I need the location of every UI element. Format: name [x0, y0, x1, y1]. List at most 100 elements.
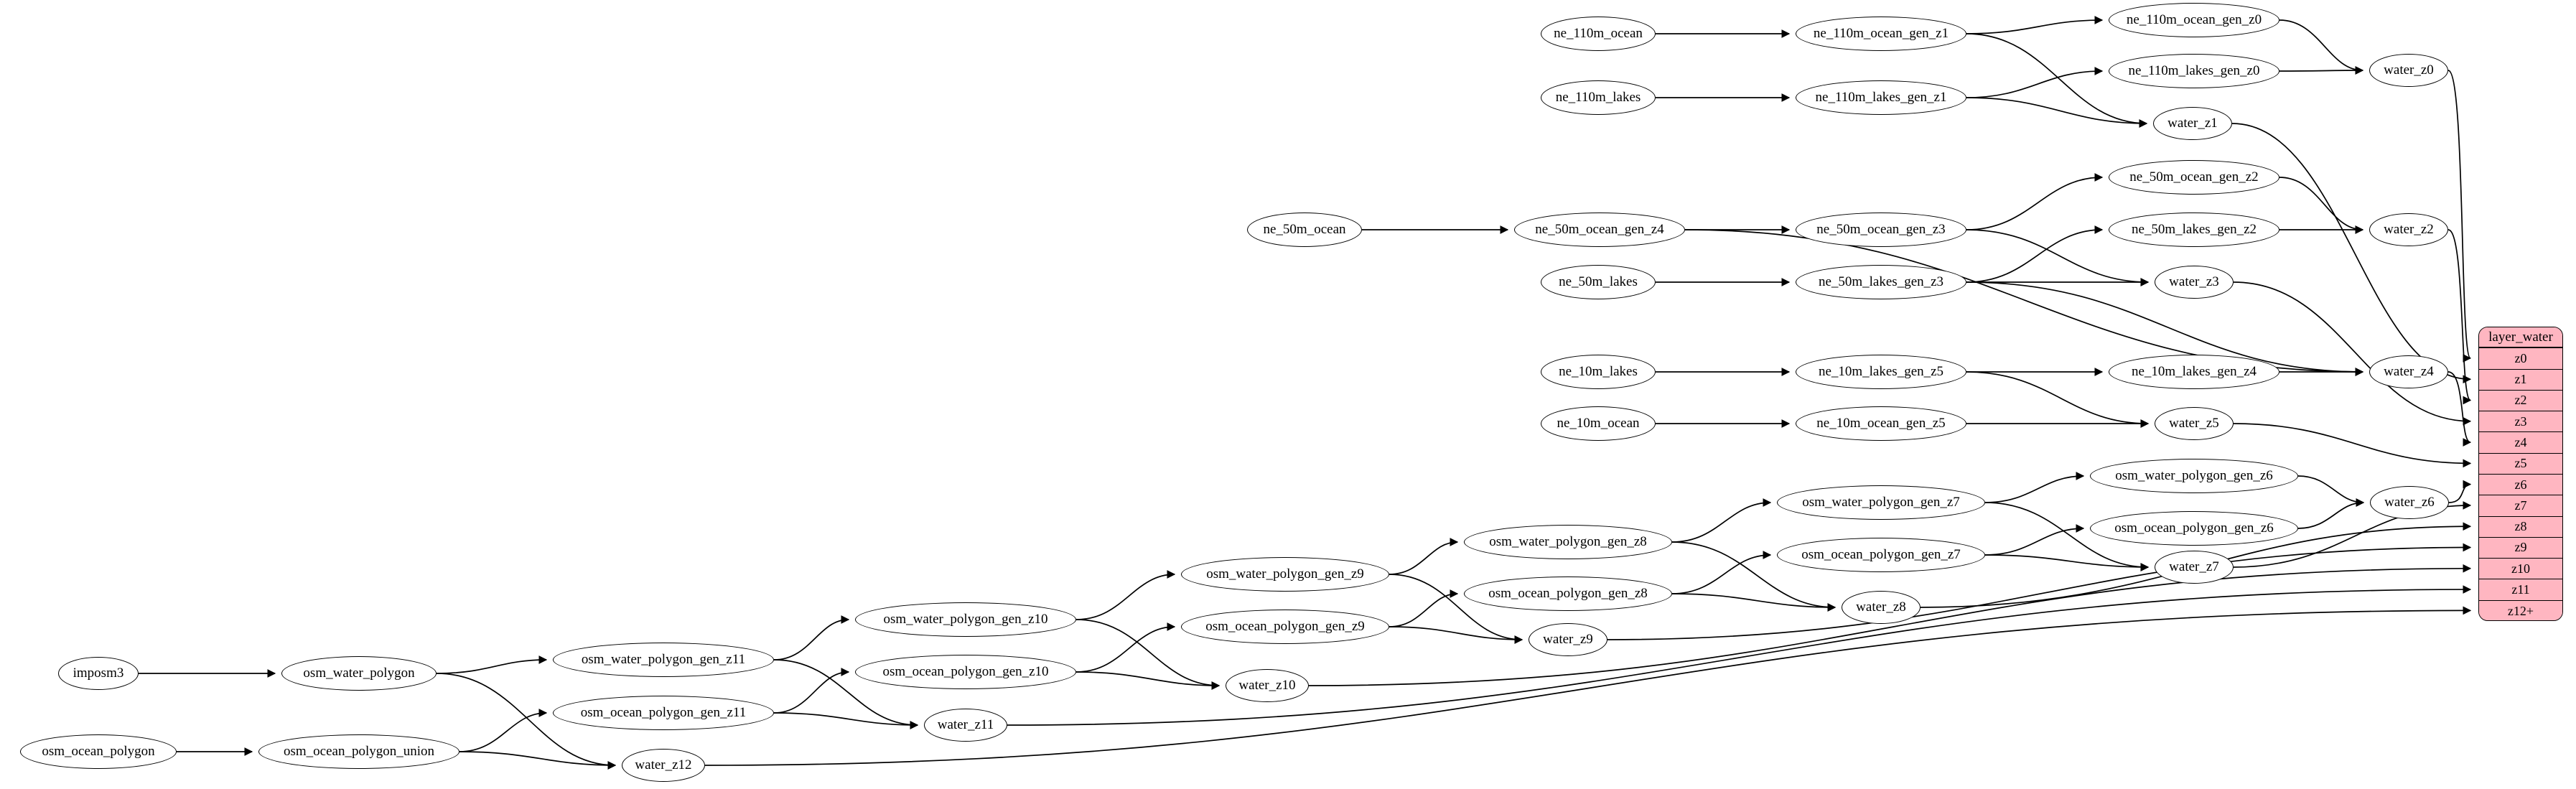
legend-row-z2[interactable]: z2: [2479, 390, 2562, 412]
node-ne_50m_ocean_gen_z4[interactable]: ne_50m_ocean_gen_z4: [1514, 213, 1685, 247]
edge-ne_110m_lakes_gen_z0-to-water_z0: [2279, 66, 2364, 75]
legend-row-z4[interactable]: z4: [2479, 432, 2562, 454]
node-osm_ocean_polygon_gen_z10[interactable]: osm_ocean_polygon_gen_z10: [855, 655, 1076, 689]
node-label: osm_water_polygon: [303, 666, 415, 681]
node-label: ne_10m_lakes_gen_z5: [1818, 364, 1944, 379]
node-water_z8[interactable]: water_z8: [1842, 591, 1921, 624]
node-label: water_z4: [2384, 364, 2434, 379]
edge-osm_ocean_polygon_gen_z8-to-water_z8: [1671, 593, 1837, 612]
node-ne_110m_ocean_gen_z0[interactable]: ne_110m_ocean_gen_z0: [2109, 3, 2279, 37]
edge-osm_ocean_polygon_gen_z11-to-water_z11: [773, 712, 919, 729]
node-osm_ocean_polygon_union[interactable]: osm_ocean_polygon_union: [258, 734, 459, 769]
edge-water_z12-to-layer_water-z12+: [704, 606, 2472, 766]
node-ne_110m_ocean[interactable]: ne_110m_ocean: [1541, 17, 1656, 51]
node-label: ne_10m_ocean: [1557, 416, 1640, 431]
legend-row-z5[interactable]: z5: [2479, 453, 2562, 475]
edge-osm_water_polygon_gen_z9-to-water_z9: [1389, 574, 1523, 644]
node-label: water_z3: [2169, 274, 2219, 289]
legend-row-z11[interactable]: z11: [2479, 579, 2562, 601]
node-ne_50m_lakes_gen_z3[interactable]: ne_50m_lakes_gen_z3: [1796, 265, 1966, 299]
legend-row-z6[interactable]: z6: [2479, 474, 2562, 496]
node-water_z7[interactable]: water_z7: [2155, 551, 2234, 584]
node-water_z4[interactable]: water_z4: [2369, 355, 2448, 388]
edge-ne_50m_lakes_gen_z3-to-water_z4: [1966, 281, 2364, 376]
node-label: water_z2: [2384, 222, 2434, 237]
edge-ne_50m_ocean_gen_z4-to-water_z4: [1684, 229, 2364, 376]
node-water_z10[interactable]: water_z10: [1226, 669, 1309, 702]
node-ne_110m_lakes_gen_z0[interactable]: ne_110m_lakes_gen_z0: [2109, 54, 2279, 88]
node-water_z3[interactable]: water_z3: [2155, 266, 2234, 299]
node-label: osm_ocean_polygon_gen_z8: [1488, 586, 1648, 601]
edge-osm_water_polygon-to-osm_water_polygon_gen_z11: [436, 655, 548, 674]
edge-ne_110m_ocean_gen_z1-to-water_z1: [1966, 33, 2148, 128]
edge-osm_ocean_polygon_gen_z6-to-water_z6: [2297, 498, 2365, 529]
node-water_z11[interactable]: water_z11: [924, 709, 1007, 742]
node-osm_water_polygon_gen_z11[interactable]: osm_water_polygon_gen_z11: [553, 643, 774, 677]
node-osm_ocean_polygon_gen_z7[interactable]: osm_ocean_polygon_gen_z7: [1777, 538, 1985, 572]
node-osm_water_polygon_gen_z9[interactable]: osm_water_polygon_gen_z9: [1181, 557, 1389, 592]
node-ne_110m_lakes_gen_z1[interactable]: ne_110m_lakes_gen_z1: [1796, 80, 1966, 115]
legend-row-z10[interactable]: z10: [2479, 559, 2562, 580]
node-label: ne_50m_lakes: [1559, 274, 1638, 289]
legend-row-z0[interactable]: z0: [2479, 348, 2562, 370]
node-osm_water_polygon[interactable]: osm_water_polygon: [281, 656, 437, 691]
node-osm_ocean_polygon_gen_z9[interactable]: osm_ocean_polygon_gen_z9: [1181, 610, 1389, 644]
node-ne_110m_lakes[interactable]: ne_110m_lakes: [1541, 80, 1656, 115]
node-water_z1[interactable]: water_z1: [2153, 107, 2232, 140]
node-label: osm_ocean_polygon_gen_z11: [580, 705, 747, 720]
edge-osm_water_polygon_gen_z8-to-water_z8: [1671, 541, 1837, 612]
node-imposm3[interactable]: imposm3: [58, 657, 139, 690]
node-water_z5[interactable]: water_z5: [2155, 407, 2234, 440]
edge-water_z3-to-layer_water-z3: [2233, 281, 2472, 426]
legend-row-z3[interactable]: z3: [2479, 411, 2562, 433]
legend-row-z12plus[interactable]: z12+: [2479, 600, 2562, 620]
node-osm_water_polygon_gen_z8[interactable]: osm_water_polygon_gen_z8: [1464, 525, 1672, 559]
node-osm_ocean_polygon_gen_z6[interactable]: osm_ocean_polygon_gen_z6: [2090, 511, 2298, 546]
node-water_z2[interactable]: water_z2: [2369, 213, 2448, 246]
node-osm_water_polygon_gen_z6[interactable]: osm_water_polygon_gen_z6: [2090, 459, 2298, 493]
edge-osm_ocean_polygon_gen_z9-to-osm_ocean_polygon_gen_z8: [1389, 589, 1459, 627]
legend-row-z8[interactable]: z8: [2479, 516, 2562, 538]
node-osm_water_polygon_gen_z7[interactable]: osm_water_polygon_gen_z7: [1777, 485, 1985, 520]
node-ne_110m_ocean_gen_z1[interactable]: ne_110m_ocean_gen_z1: [1796, 17, 1966, 51]
node-ne_50m_lakes[interactable]: ne_50m_lakes: [1541, 265, 1656, 299]
node-osm_ocean_polygon_gen_z11[interactable]: osm_ocean_polygon_gen_z11: [553, 696, 774, 730]
edge-water_z4-to-layer_water-z4: [2447, 371, 2472, 447]
edge-ne_50m_ocean_gen_z2-to-water_z2: [2279, 177, 2364, 234]
node-water_z12[interactable]: water_z12: [622, 749, 705, 782]
node-ne_10m_ocean[interactable]: ne_10m_ocean: [1541, 406, 1656, 441]
node-label: osm_water_polygon_gen_z7: [1802, 495, 1960, 510]
legend-row-z1[interactable]: z1: [2479, 369, 2562, 391]
node-water_z9[interactable]: water_z9: [1529, 623, 1607, 656]
node-label: ne_110m_ocean: [1554, 26, 1643, 41]
node-label: water_z12: [635, 757, 692, 772]
node-ne_10m_lakes_gen_z4[interactable]: ne_10m_lakes_gen_z4: [2109, 355, 2279, 389]
node-label: water_z5: [2169, 416, 2219, 431]
node-osm_ocean_polygon_gen_z8[interactable]: osm_ocean_polygon_gen_z8: [1464, 576, 1672, 611]
node-ne_50m_ocean_gen_z3[interactable]: ne_50m_ocean_gen_z3: [1796, 213, 1966, 247]
edge-ne_50m_ocean_gen_z3-to-ne_50m_ocean_gen_z2: [1966, 173, 2104, 230]
node-osm_ocean_polygon[interactable]: osm_ocean_polygon: [20, 734, 177, 769]
legend-row-z7[interactable]: z7: [2479, 495, 2562, 517]
edge-osm_water_polygon_gen_z11-to-water_z11: [773, 659, 919, 729]
node-ne_10m_lakes_gen_z5[interactable]: ne_10m_lakes_gen_z5: [1796, 355, 1966, 389]
node-osm_water_polygon_gen_z10[interactable]: osm_water_polygon_gen_z10: [855, 602, 1076, 637]
edge-osm_water_polygon_gen_z8-to-osm_water_polygon_gen_z7: [1671, 498, 1772, 543]
node-ne_50m_lakes_gen_z2[interactable]: ne_50m_lakes_gen_z2: [2109, 213, 2279, 247]
edge-water_z0-to-layer_water-z0: [2447, 70, 2472, 363]
node-ne_50m_ocean[interactable]: ne_50m_ocean: [1247, 213, 1362, 247]
node-water_z0[interactable]: water_z0: [2369, 54, 2448, 87]
node-label: ne_50m_ocean_gen_z3: [1816, 222, 1946, 237]
node-ne_50m_ocean_gen_z2[interactable]: ne_50m_ocean_gen_z2: [2109, 160, 2279, 195]
node-label: ne_110m_lakes_gen_z1: [1815, 90, 1947, 105]
node-ne_10m_lakes[interactable]: ne_10m_lakes: [1541, 355, 1656, 389]
legend-row-z9[interactable]: z9: [2479, 537, 2562, 559]
edge-osm_water_polygon_gen_z6-to-water_z6: [2297, 475, 2365, 507]
edge-ne_50m_ocean_gen_z3-to-water_z3: [1966, 229, 2150, 286]
node-label: osm_water_polygon_gen_z8: [1489, 534, 1647, 549]
node-label: ne_50m_lakes_gen_z3: [1818, 274, 1944, 289]
node-water_z6[interactable]: water_z6: [2370, 486, 2449, 519]
node-ne_10m_ocean_gen_z5[interactable]: ne_10m_ocean_gen_z5: [1796, 406, 1966, 441]
node-label: ne_50m_lakes_gen_z2: [2131, 222, 2257, 237]
